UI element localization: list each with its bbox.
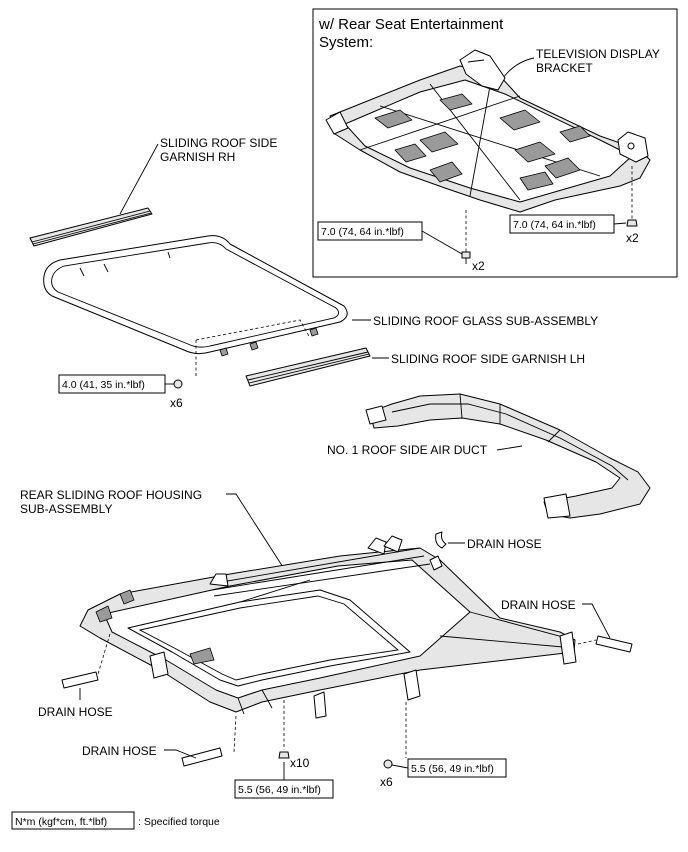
- legend-description: : Specified torque: [138, 816, 220, 828]
- drain-hose-top: [435, 531, 447, 549]
- torque-glass: 4.0 (41, 35 in.*lbf): [62, 379, 145, 391]
- garnish-rh-label-line2: GARNISH RH: [160, 150, 235, 164]
- torque-housing-left: 5.5 (56, 49 in.*lbf): [238, 784, 321, 796]
- torque-box-glass: 4.0 (41, 35 in.*lbf): [58, 374, 174, 394]
- qty-housing-left: x10: [290, 756, 310, 770]
- rear-sliding-roof-housing-sub-assembly: [79, 535, 577, 719]
- glass-label: SLIDING ROOF GLASS SUB-ASSEMBLY: [373, 314, 598, 328]
- sliding-roof-side-garnish-lh: [245, 347, 371, 387]
- drain-hose-bottom: [181, 747, 223, 767]
- drain-hose-label-3: DRAIN HOSE: [38, 705, 113, 719]
- inset-right-nut: [626, 166, 638, 227]
- inset-title-line1: w/ Rear Seat Entertainment: [318, 16, 504, 33]
- torque-housing-right: 5.5 (56, 49 in.*lbf): [411, 763, 494, 775]
- qty-inset-left: x2: [472, 259, 485, 273]
- torque-box-housing-right: 5.5 (56, 49 in.*lbf): [391, 758, 507, 778]
- torque-box-inset-right: 7.0 (74, 64 in.*lbf): [509, 214, 627, 234]
- air-duct-label: NO. 1 ROOF SIDE AIR DUCT: [327, 443, 488, 457]
- housing-label-line2: SUB-ASSEMBLY: [20, 502, 112, 516]
- inset-title-line2: System:: [319, 34, 373, 51]
- qty-glass: x6: [170, 396, 183, 410]
- drain-hose-left: [61, 671, 99, 689]
- torque-box-housing-left: 5.5 (56, 49 in.*lbf): [234, 762, 334, 799]
- drain-hose-label-1: DRAIN HOSE: [467, 537, 542, 551]
- garnish-lh-label: SLIDING ROOF SIDE GARNISH LH: [391, 352, 585, 366]
- drain-hose-right: [595, 635, 633, 653]
- housing-bolt-left: [278, 700, 290, 759]
- legend: N*m (kgf*cm, ft.*lbf) : Specified torque: [11, 811, 220, 830]
- inset-left-bolt: [461, 210, 471, 264]
- qty-housing-right: x6: [380, 775, 393, 789]
- legend-unit: N*m (kgf*cm, ft.*lbf): [15, 816, 107, 828]
- television-display-bracket: [325, 49, 651, 213]
- no1-roof-side-air-duct: [365, 393, 651, 519]
- garnish-rh-label-line1: SLIDING ROOF SIDE: [160, 136, 277, 150]
- torque-inset-left: 7.0 (74, 64 in.*lbf): [321, 226, 404, 238]
- tv-bracket-label-line1: TELEVISION DISPLAY: [536, 47, 660, 61]
- drain-hose-label-4: DRAIN HOSE: [82, 744, 157, 758]
- sliding-roof-side-garnish-rh: [29, 207, 153, 247]
- torque-inset-right: 7.0 (74, 64 in.*lbf): [513, 219, 596, 231]
- housing-label-line1: REAR SLIDING ROOF HOUSING: [20, 488, 202, 502]
- drain-hose-label-2: DRAIN HOSE: [501, 598, 576, 612]
- sliding-roof-glass-sub-assembly: [43, 235, 348, 357]
- inset-panel: w/ Rear Seat Entertainment System: TELEV…: [312, 8, 678, 278]
- qty-inset-right: x2: [626, 231, 639, 245]
- housing-bolt-right: [383, 702, 407, 769]
- tv-bracket-label-line2: BRACKET: [536, 61, 593, 75]
- torque-box-inset-left: 7.0 (74, 64 in.*lbf): [317, 221, 463, 255]
